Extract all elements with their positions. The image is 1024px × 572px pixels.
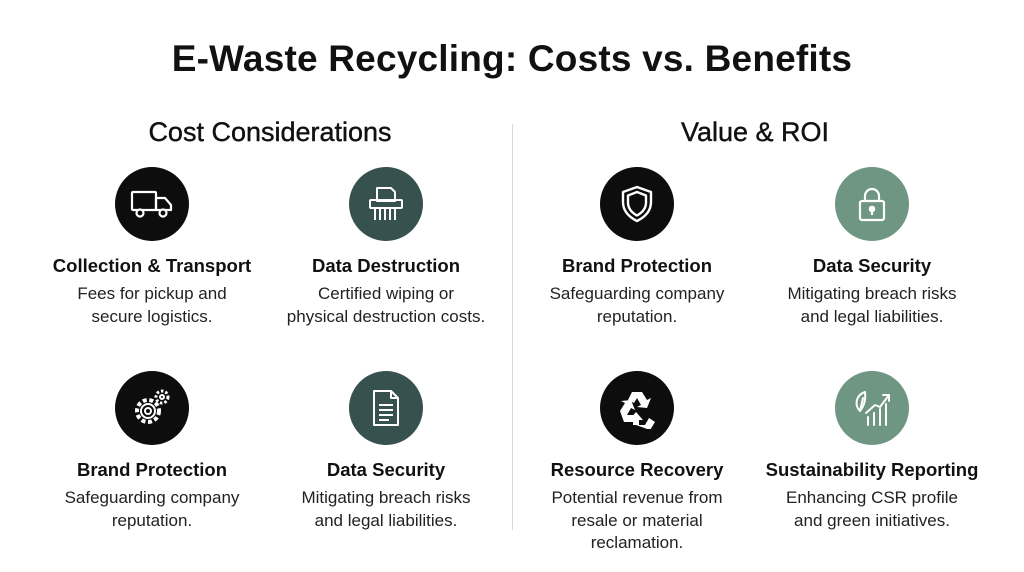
- card-description: Enhancing CSR profile and green initiati…: [786, 488, 958, 530]
- value-card-data-security: Data Security Mitigating breach risks an…: [757, 167, 987, 328]
- value-section-title: Value & ROI: [680, 117, 830, 147]
- card-title: Brand Protection: [76, 459, 228, 480]
- card-description: Mitigating breach risks and legal liabil…: [301, 488, 471, 530]
- card-description: Safeguarding company reputation.: [64, 488, 240, 530]
- card-description: Mitigating breach risks and legal liabil…: [787, 284, 957, 326]
- section-divider: [512, 124, 513, 530]
- cost-card-collection: Collection & Transport Fees for pickup a…: [37, 167, 267, 328]
- card-description: Safeguarding company reputation.: [549, 284, 725, 326]
- recycle-icon: [600, 371, 674, 445]
- card-title: Sustainability Reporting: [765, 459, 979, 480]
- truck-icon: [115, 167, 189, 241]
- cost-card-data-destruction: Data Destruction Certified wiping or phy…: [271, 167, 501, 328]
- card-description: Fees for pickup and secure logistics.: [77, 284, 227, 326]
- shredder-icon: [349, 167, 423, 241]
- cost-card-data-security: Data Security Mitigating breach risks an…: [271, 371, 501, 532]
- value-card-resource-recovery: Resource Recovery Potential revenue from…: [522, 371, 752, 555]
- lock-icon: [835, 167, 909, 241]
- gears-icon: [115, 371, 189, 445]
- card-title: Data Security: [812, 255, 932, 276]
- card-description: Potential revenue from resale or materia…: [551, 488, 723, 552]
- value-card-sustainability: Sustainability Reporting Enhancing CSR p…: [757, 371, 987, 532]
- card-title: Collection & Transport: [52, 255, 252, 276]
- shield-icon: [600, 167, 674, 241]
- card-description: Certified wiping or physical destruction…: [286, 284, 486, 326]
- growth-chart-icon: [835, 371, 909, 445]
- page-title: E-Waste Recycling: Costs vs. Benefits: [171, 38, 853, 79]
- card-title: Data Destruction: [311, 255, 461, 276]
- card-title: Brand Protection: [561, 255, 713, 276]
- document-icon: [349, 371, 423, 445]
- value-card-brand-protection: Brand Protection Safeguarding company re…: [522, 167, 752, 328]
- card-title: Resource Recovery: [550, 459, 724, 480]
- cost-card-brand-protection: Brand Protection Safeguarding company re…: [37, 371, 267, 532]
- cost-section-title: Cost Considerations: [148, 117, 392, 147]
- card-title: Data Security: [326, 459, 446, 480]
